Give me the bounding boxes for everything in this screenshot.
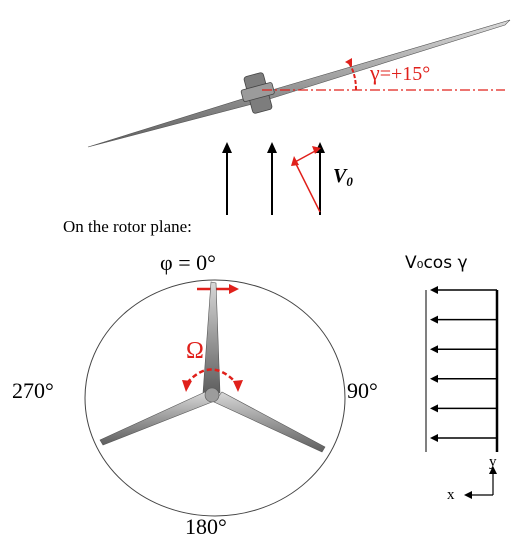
rotation-speed-label: Ω — [186, 338, 204, 364]
azimuth-left-label: 270° — [12, 378, 54, 403]
yaw-angle-label: γ=+15° — [369, 60, 430, 85]
top-view-rotor — [87, 19, 511, 148]
rotor-blades — [99, 281, 326, 453]
inflow-profile-label: V₀cos γ — [405, 253, 468, 273]
inflow-arrow-head — [430, 434, 438, 442]
coordinate-axes: y x — [447, 454, 497, 503]
inflow-arrow-head — [430, 404, 438, 413]
x-axis-label: x — [447, 487, 455, 503]
azimuth-top-label: φ = 0° — [160, 250, 216, 275]
y-axis-label: y — [489, 454, 497, 470]
tip-velocity-arrow — [197, 284, 239, 294]
blade-lower-right — [213, 391, 326, 453]
blade-lower-left — [99, 391, 213, 446]
wind-arrows — [222, 142, 325, 215]
inflow-arrow-head — [430, 286, 438, 294]
velocity-triangle — [291, 146, 321, 213]
azimuth-bottom-label: 180° — [185, 514, 227, 539]
blade-up — [202, 281, 221, 394]
inflow-arrow-head — [430, 315, 438, 324]
rotor-plane-caption: On the rotor plane: — [63, 217, 192, 236]
rotor-blade-top-view — [87, 19, 511, 148]
inflow-arrow-head — [430, 345, 438, 354]
wind-speed-label: V0 — [333, 165, 353, 189]
rotor-disc — [84, 279, 346, 517]
inflow-profile — [425, 286, 499, 452]
azimuth-right-label: 90° — [347, 378, 378, 403]
inflow-arrow-head — [430, 374, 438, 383]
